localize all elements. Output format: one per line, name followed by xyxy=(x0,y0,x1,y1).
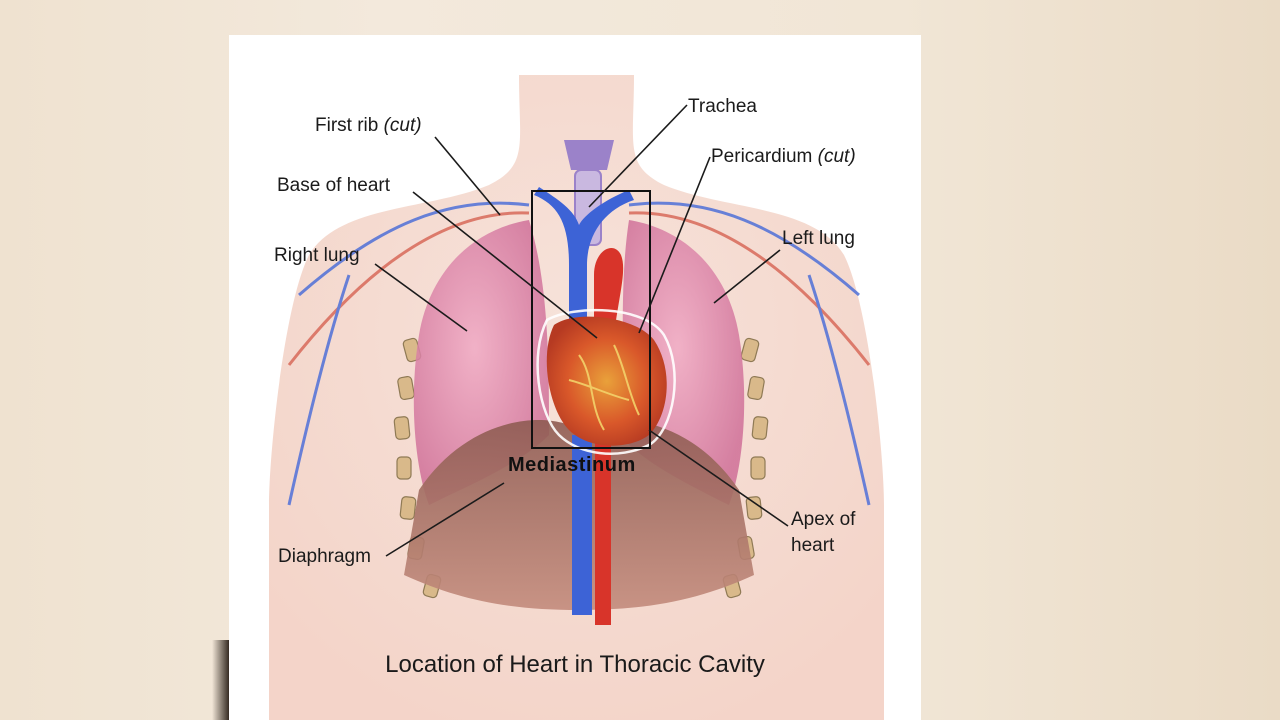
first-rib-note: (cut) xyxy=(383,115,422,136)
label-trachea: Trachea xyxy=(688,96,757,117)
first-rib-text: First rib xyxy=(315,115,379,136)
diagram-panel: First rib (cut) Trachea Pericardium (cut… xyxy=(229,35,921,720)
thoracic-illustration xyxy=(269,75,884,720)
pericardium-note: (cut) xyxy=(817,146,856,167)
apex-line-2: heart xyxy=(791,535,835,556)
heart xyxy=(546,316,667,446)
mediastinum-box xyxy=(531,190,651,449)
presenter-edge xyxy=(212,640,230,720)
label-diaphragm: Diaphragm xyxy=(278,546,371,567)
diagram-caption: Location of Heart in Thoracic Cavity xyxy=(385,651,765,678)
label-pericardium: Pericardium (cut) xyxy=(711,146,856,168)
leader-lines xyxy=(374,104,789,557)
superior-vena-cava xyxy=(534,187,634,335)
aorta xyxy=(594,247,624,335)
larynx xyxy=(564,140,614,170)
label-right-lung: Right lung xyxy=(274,245,360,266)
descending-aorta xyxy=(595,435,611,625)
label-mediastinum: Mediastinum xyxy=(508,454,636,476)
apex-line-1: Apex of xyxy=(791,509,856,530)
pericardium-text: Pericardium xyxy=(711,146,813,167)
coronary-vessels xyxy=(568,344,640,431)
inferior-vena-cava xyxy=(572,435,592,615)
label-left-lung: Left lung xyxy=(782,228,855,249)
label-base-of-heart: Base of heart xyxy=(277,175,391,196)
label-first-rib: First rib (cut) xyxy=(315,115,422,137)
peripheral-vessels xyxy=(287,201,871,506)
label-apex-of-heart: Apex of heart xyxy=(791,507,881,559)
